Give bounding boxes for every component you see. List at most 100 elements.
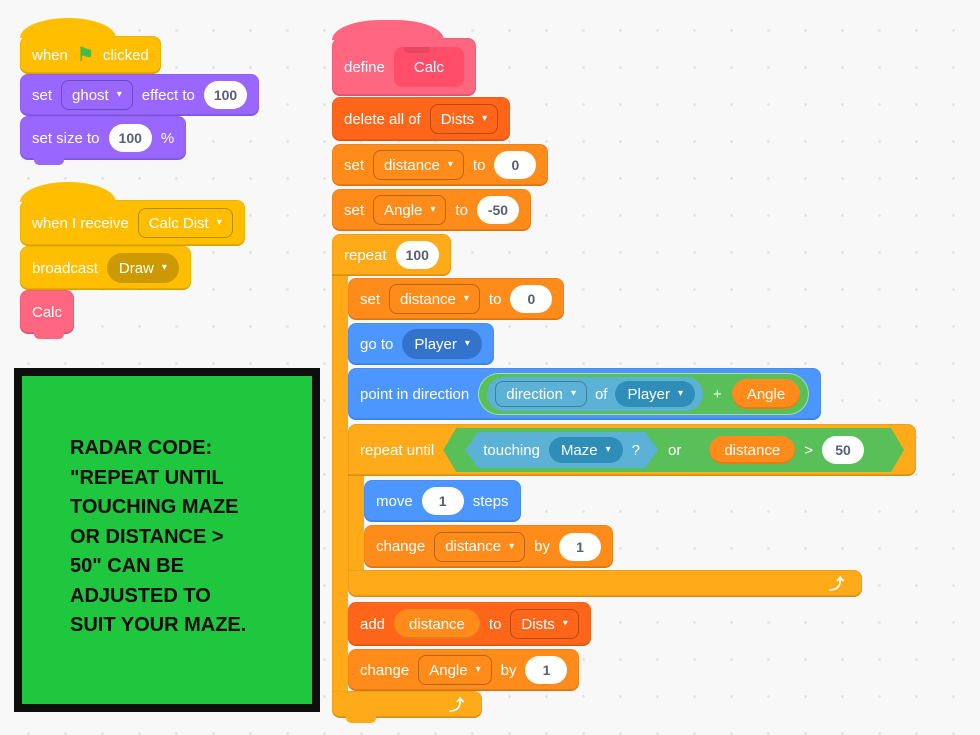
block-set-angle[interactable]: set Angle ▾ to -50 — [332, 189, 531, 231]
set-label: set — [360, 290, 381, 308]
block-go-to-player[interactable]: go to Player ▾ — [348, 323, 494, 365]
distance-label: distance — [400, 290, 456, 308]
block-set-ghost-effect[interactable]: set ghost ▾ effect to 100 — [20, 74, 260, 116]
broadcast-message-dropdown[interactable]: Draw ▾ — [106, 253, 179, 283]
angle-var-dropdown[interactable]: Angle ▾ — [373, 195, 447, 225]
player-sprite-dropdown[interactable]: Player ▾ — [615, 381, 696, 407]
touching-label: touching — [483, 441, 540, 459]
distance-value-input[interactable]: 0 — [510, 285, 553, 313]
dropdown-caret-icon: ▾ — [430, 204, 436, 215]
effect-value-input[interactable]: 100 — [203, 81, 248, 109]
or-label: or — [668, 441, 682, 459]
plus-operator-block[interactable]: direction ▾ of Player ▾ + Angle — [478, 373, 810, 415]
when-label: when — [32, 46, 68, 64]
or-operator-block[interactable]: touching Maze ▾ ? or distance > 50 — [443, 428, 904, 472]
distance-value-input[interactable]: 0 — [494, 151, 537, 179]
dropdown-caret-icon: ▾ — [116, 89, 122, 100]
goto-target-dropdown[interactable]: Player ▾ — [402, 329, 482, 359]
block-delete-all-of-list[interactable]: delete all of Dists ▾ — [332, 97, 511, 141]
receive-message-dropdown[interactable]: Calc Dist ▾ — [137, 208, 233, 238]
distance-var-dropdown[interactable]: distance ▾ — [434, 531, 526, 562]
distance-var-dropdown[interactable]: distance ▾ — [389, 284, 480, 314]
direction-of-player-reporter[interactable]: direction ▾ of Player ▾ — [487, 377, 704, 411]
move-steps-input[interactable]: 1 — [421, 487, 464, 515]
block-when-flag-clicked[interactable]: when ⚑ clicked — [20, 18, 161, 74]
calc-dist-label: Calc Dist — [148, 214, 209, 232]
direction-property-dropdown[interactable]: direction ▾ — [495, 381, 587, 407]
effect-to-label: effect to — [141, 86, 195, 104]
distance-label: distance — [409, 615, 465, 633]
change-label: change — [360, 661, 410, 679]
angle-label: Angle — [384, 201, 423, 219]
dropdown-caret-icon: ▾ — [463, 293, 469, 304]
dropdown-caret-icon: ▾ — [464, 338, 470, 349]
distance-greater-condition[interactable]: distance > 50 — [691, 432, 882, 468]
block-define-calc[interactable]: define Calc — [332, 20, 476, 96]
move-label: move — [376, 492, 413, 510]
block-move-steps[interactable]: move 1 steps — [364, 480, 521, 522]
repeat-until-footer[interactable]: ⤴ — [348, 570, 862, 597]
note-line: "REPEAT UNTIL — [70, 466, 224, 489]
dropdown-caret-icon: ▾ — [678, 388, 684, 399]
block-calc-call[interactable]: Calc — [20, 290, 75, 339]
dists-list-dropdown[interactable]: Dists ▾ — [510, 609, 579, 639]
dists-label: Dists — [521, 615, 555, 633]
change-distance-input[interactable]: 1 — [558, 532, 601, 561]
repeat-loop-footer[interactable]: ⤴ — [332, 691, 482, 723]
angle-variable-reporter[interactable]: Angle — [731, 379, 801, 409]
to-label: to — [488, 615, 502, 633]
threshold-value-input[interactable]: 50 — [822, 436, 864, 464]
define-label: define — [344, 58, 385, 76]
dropdown-caret-icon: ▾ — [509, 540, 515, 552]
angle-var-dropdown[interactable]: Angle ▾ — [418, 655, 492, 685]
by-label: by — [500, 661, 517, 679]
change-label: change — [376, 538, 426, 555]
percent-label: % — [160, 129, 175, 147]
dropdown-caret-icon: ▾ — [482, 113, 488, 124]
dists-list-dropdown[interactable]: Dists ▾ — [429, 104, 499, 134]
repeat-count-input[interactable]: 100 — [395, 241, 439, 269]
distance-var-dropdown[interactable]: distance ▾ — [373, 150, 464, 180]
set-label: set — [32, 86, 53, 104]
radar-code-note: RADAR CODE: "REPEAT UNTIL TOUCHING MAZE … — [14, 368, 320, 712]
calc-proto-label: Calc — [413, 58, 444, 76]
block-set-size[interactable]: set size to 100 % — [20, 116, 187, 165]
block-when-i-receive[interactable]: when I receive Calc Dist ▾ — [20, 182, 245, 246]
block-broadcast[interactable]: broadcast Draw ▾ — [20, 246, 191, 290]
player-label: Player — [627, 385, 671, 403]
block-set-distance-inner[interactable]: set distance ▾ to 0 — [348, 278, 565, 320]
dropdown-caret-icon: ▾ — [562, 618, 568, 629]
note-line: ADJUSTED TO — [70, 584, 211, 607]
green-flag-icon: ⚑ — [76, 44, 94, 66]
plus-sign-label: + — [713, 385, 722, 403]
player-label: Player — [414, 335, 457, 353]
define-prototype-calc[interactable]: Calc — [393, 47, 464, 87]
angle-value-input[interactable]: -50 — [476, 196, 519, 224]
note-line: TOUCHING MAZE — [70, 496, 239, 518]
block-add-to-list[interactable]: add distance to Dists ▾ — [348, 602, 591, 646]
distance-variable-reporter[interactable]: distance — [709, 436, 795, 464]
go-to-label: go to — [360, 335, 394, 353]
block-repeat-until-header[interactable]: repeat until touching Maze ▾ ? or distan… — [348, 424, 916, 476]
when-receive-label: when I receive — [32, 214, 129, 232]
block-point-in-direction[interactable]: point in direction direction ▾ of Player… — [348, 368, 822, 420]
dropdown-caret-icon: ▾ — [161, 262, 167, 273]
distance-label: distance — [724, 441, 781, 459]
change-angle-input[interactable]: 1 — [525, 656, 568, 684]
add-label: add — [360, 615, 386, 633]
loop-arrow-icon: ⤴ — [828, 576, 844, 593]
clicked-label: clicked — [102, 46, 149, 64]
block-change-distance[interactable]: change distance ▾ by 1 — [364, 525, 613, 568]
block-change-angle[interactable]: change Angle ▾ by 1 — [348, 649, 580, 691]
to-label: to — [472, 156, 486, 174]
touching-maze-condition[interactable]: touching Maze ▾ ? — [465, 432, 658, 468]
repeat-loop-spine — [332, 276, 348, 691]
size-value-input[interactable]: 100 — [108, 124, 152, 152]
distance-variable-reporter[interactable]: distance — [394, 609, 480, 639]
block-repeat-header[interactable]: repeat 100 — [332, 234, 451, 276]
maze-sprite-dropdown[interactable]: Maze ▾ — [549, 437, 623, 463]
ghost-effect-dropdown[interactable]: ghost ▾ — [61, 80, 133, 110]
block-set-distance-outer[interactable]: set distance ▾ to 0 — [332, 144, 549, 186]
direction-label: direction — [506, 385, 563, 403]
